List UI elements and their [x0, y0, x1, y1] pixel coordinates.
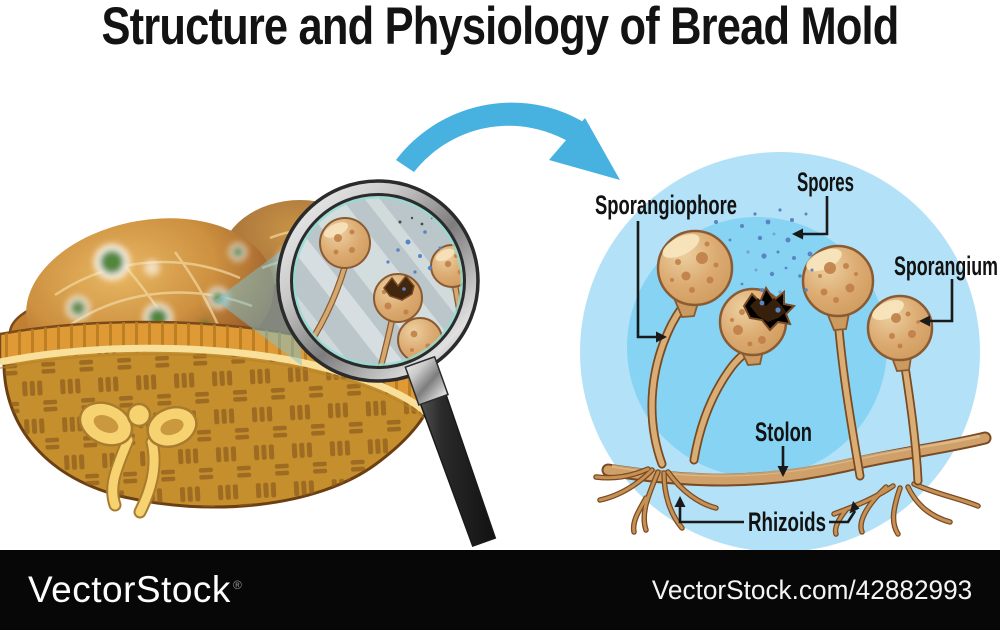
- rhizoids-structure: [593, 466, 981, 537]
- magnifying-glass-icon: [215, 179, 497, 547]
- sporangium-3: [801, 244, 875, 318]
- magnified-spores: [386, 230, 442, 274]
- attribution-url: VectorStock.com/42882993: [651, 574, 972, 605]
- label-spores: Spores: [797, 167, 854, 197]
- brand-logo: VectorStock®: [28, 569, 242, 611]
- sporangia: [656, 229, 934, 362]
- label-sporangiophore: Sporangiophore: [595, 190, 737, 220]
- brand-text: VectorStock: [28, 569, 231, 610]
- label-line-rhizoids-left: [678, 507, 744, 524]
- bread-mold-diagram: Sporangiophore Spores Sporangium Stolon …: [580, 152, 998, 552]
- label-line-spores: [803, 196, 829, 236]
- label-line-sporangiophore: [636, 221, 656, 339]
- label-arrowheads: [656, 228, 930, 514]
- label-line-sporangium: [930, 279, 954, 323]
- label-sporangium: Sporangium: [894, 251, 998, 281]
- registered-mark: ®: [232, 577, 243, 592]
- sporangium-burst: [718, 285, 797, 357]
- label-stolon: Stolon: [755, 417, 812, 447]
- page-title: Structure and Physiology of Bread Mold: [101, 0, 899, 56]
- watermark-bar: VectorStock® VectorStock.com/42882993: [0, 550, 1000, 630]
- basket-piping: [0, 344, 431, 417]
- magnifier-ferrule: [404, 355, 449, 406]
- sporangium-4: [866, 294, 934, 362]
- sporangium-1: [656, 229, 734, 307]
- label-lines: [636, 196, 954, 524]
- ribbon-bow-icon: [78, 401, 198, 519]
- spore-cloud: [698, 208, 814, 294]
- label-line-rhizoids-right: [829, 510, 857, 524]
- label-rhizoids: Rhizoids: [748, 507, 826, 537]
- zoom-arrow-icon: [396, 102, 620, 180]
